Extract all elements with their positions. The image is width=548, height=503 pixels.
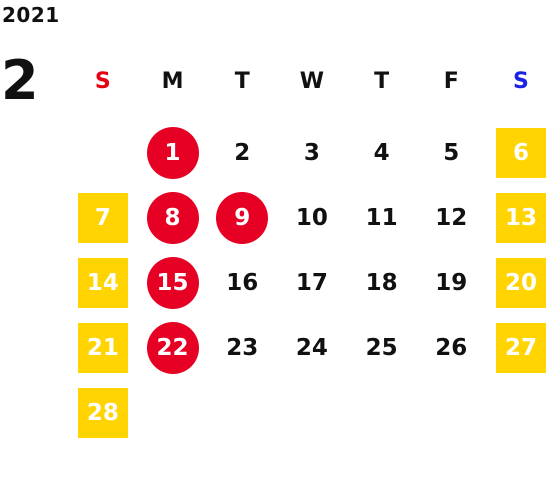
day: 10 — [295, 204, 328, 231]
day-weekend: 21 — [77, 322, 128, 373]
day: 24 — [295, 334, 328, 361]
calendar-cell: 6 — [486, 120, 548, 185]
weekday-header-tuesday: T — [234, 68, 250, 94]
day-weekend: 27 — [495, 322, 546, 373]
day: 12 — [435, 204, 468, 231]
calendar-cell: 18 — [347, 250, 417, 315]
day: 16 — [226, 269, 259, 296]
calendar-cell: 4 — [347, 120, 417, 185]
day-weekend: 6 — [495, 127, 546, 178]
day-holiday: 8 — [146, 191, 199, 244]
calendar-cell — [486, 380, 548, 445]
day: 11 — [365, 204, 398, 231]
day-holiday: 22 — [146, 321, 199, 374]
calendar-cell — [207, 380, 277, 445]
calendar-cell: 5 — [416, 120, 486, 185]
day: 23 — [226, 334, 259, 361]
calendar-cell: 12 — [416, 185, 486, 250]
day: 2 — [234, 139, 251, 166]
calendar-cell — [138, 380, 208, 445]
calendar-cell: 23 — [207, 315, 277, 380]
day: 26 — [435, 334, 468, 361]
calendar-cell — [68, 120, 138, 185]
calendar-cell — [277, 380, 347, 445]
calendar-cell: 2 — [207, 120, 277, 185]
calendar-cell — [416, 380, 486, 445]
day: 18 — [365, 269, 398, 296]
day: 4 — [373, 139, 390, 166]
weekday-header-friday: F — [443, 68, 459, 94]
calendar-cell: 16 — [207, 250, 277, 315]
calendar-cell: 1 — [138, 120, 208, 185]
day-holiday: 9 — [216, 191, 269, 244]
calendar-cell: 24 — [277, 315, 347, 380]
calendar-cell: 19 — [416, 250, 486, 315]
day: 19 — [435, 269, 468, 296]
calendar-cell: 17 — [277, 250, 347, 315]
calendar-cell: 25 — [347, 315, 417, 380]
calendar-cell: 7 — [68, 185, 138, 250]
calendar-cell: 10 — [277, 185, 347, 250]
weekday-header-wednesday: W — [299, 68, 325, 94]
day: 3 — [303, 139, 320, 166]
calendar-cell: 22 — [138, 315, 208, 380]
calendar-cell: 26 — [416, 315, 486, 380]
day-weekend: 13 — [495, 192, 546, 243]
calendar-cell: 9 — [207, 185, 277, 250]
calendar-cell: 21 — [68, 315, 138, 380]
day: 25 — [365, 334, 398, 361]
day-weekend: 14 — [77, 257, 128, 308]
calendar-cell: 20 — [486, 250, 548, 315]
day-weekend: 28 — [77, 387, 128, 438]
calendar-cell: 8 — [138, 185, 208, 250]
calendar-cell: 11 — [347, 185, 417, 250]
month-number: 2 — [1, 49, 39, 112]
calendar-cell: 15 — [138, 250, 208, 315]
day: 17 — [295, 269, 328, 296]
calendar-cell: 27 — [486, 315, 548, 380]
day-holiday: 15 — [146, 256, 199, 309]
weekday-header-sunday: S — [94, 68, 111, 94]
weekday-header-saturday: S — [513, 68, 529, 94]
calendar-cell: 14 — [68, 250, 138, 315]
calendar-cell — [347, 380, 417, 445]
weekday-header-thursday: T — [374, 68, 390, 94]
calendar-cell: 13 — [486, 185, 548, 250]
day-weekend: 20 — [495, 257, 546, 308]
day-holiday: 1 — [146, 126, 199, 179]
day-weekend: 7 — [77, 192, 128, 243]
calendar-cell: 28 — [68, 380, 138, 445]
calendar-cell: 3 — [277, 120, 347, 185]
day: 5 — [443, 139, 460, 166]
weekday-header-monday: M — [161, 68, 184, 94]
year-label: 2021 — [2, 3, 60, 27]
